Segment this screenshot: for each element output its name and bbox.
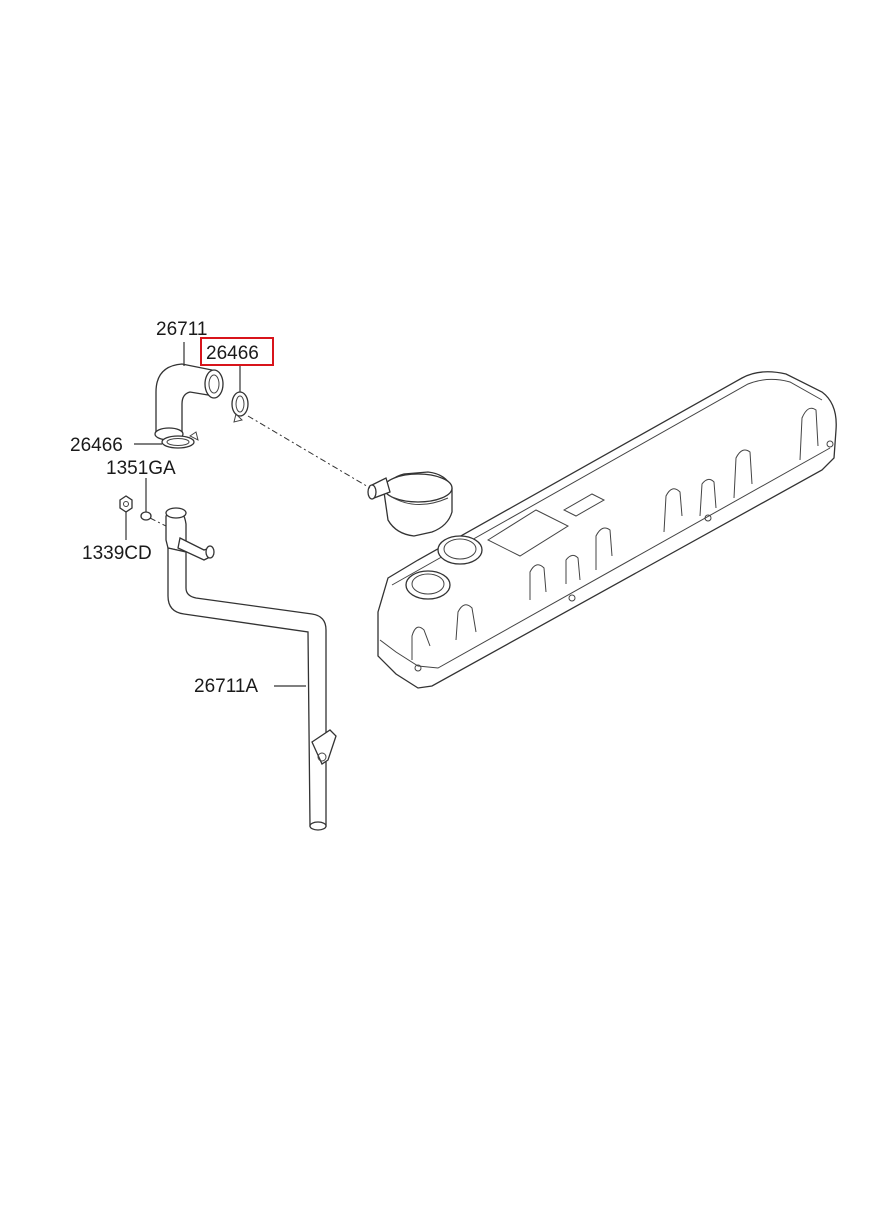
label-hose-upper[interactable]: 26711: [156, 319, 207, 340]
label-bolt[interactable]: 1351GA: [106, 458, 176, 479]
valve-cover[interactable]: [377, 371, 837, 689]
breather-pipe[interactable]: [165, 507, 337, 831]
bolt-centerline: [149, 517, 175, 531]
label-nut[interactable]: 1339CD: [82, 543, 152, 564]
nut[interactable]: [119, 495, 133, 513]
breather-cap[interactable]: [367, 471, 453, 537]
hose-clamp-lower[interactable]: [161, 431, 199, 449]
label-pipe[interactable]: 26711A: [194, 676, 258, 697]
highlight-box: [200, 337, 274, 366]
bolt[interactable]: [140, 511, 152, 521]
label-clamp-highlighted[interactable]: 26466: [206, 343, 259, 364]
upper-hose[interactable]: [154, 363, 224, 441]
assembly-centerline: [247, 415, 371, 489]
hose-clamp-upper[interactable]: [231, 391, 249, 423]
label-clamp-lower[interactable]: 26466: [70, 435, 123, 456]
